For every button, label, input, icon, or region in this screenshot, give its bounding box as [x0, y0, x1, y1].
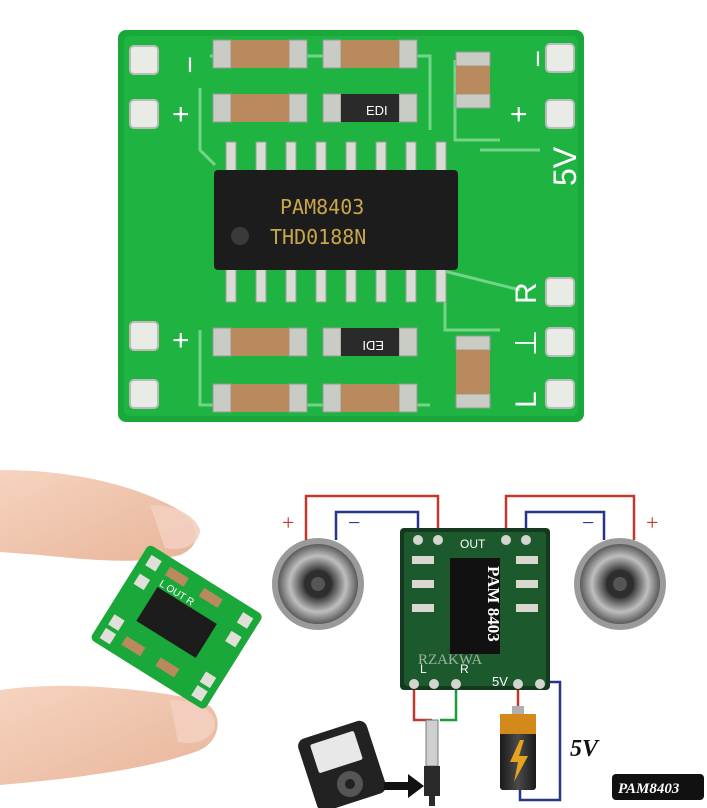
hand-board: L OUT R — [91, 545, 262, 709]
label-ground: ⊥ — [510, 330, 543, 356]
minus-right-speaker: − — [582, 510, 594, 535]
smd-capacitors — [212, 39, 491, 413]
diagram-chip-label: PAM 8403 — [484, 566, 503, 642]
minus-left-speaker: − — [348, 510, 360, 535]
chip-line1: PAM8403 — [280, 195, 364, 219]
left-pads — [129, 45, 159, 409]
supply-voltage-label: 5V — [570, 736, 600, 762]
left-speaker — [272, 538, 364, 630]
audio-jack — [424, 719, 440, 806]
plus-right-speaker: + — [646, 510, 658, 535]
label-r: R — [510, 282, 543, 304]
diagram-board: OUT PAM 8403 L R 5V RZAKWA — [400, 528, 550, 690]
diagram-5v-label: 5V — [492, 674, 508, 689]
battery — [500, 706, 536, 790]
chip-line2: THD0188N — [270, 225, 366, 249]
wiring-diagram: + − + − OUT PAM 8403 L R 5V R — [272, 494, 704, 808]
label-l: L — [510, 391, 543, 408]
plus-left-bottom: + — [172, 324, 190, 357]
plus-left-top: + — [172, 98, 190, 131]
brand-badge-text: PAM8403 — [618, 781, 680, 797]
chip-pins — [225, 141, 447, 303]
diagram-l-label: L — [420, 662, 427, 676]
resistor-marking-top: EDI — [366, 103, 388, 118]
media-player — [298, 720, 386, 808]
lout-label: L OUT R — [61, 113, 99, 245]
diagram-out-label: OUT — [460, 537, 486, 551]
label-5v: 5V — [547, 146, 583, 186]
diagram-r-label: R — [460, 662, 469, 676]
watermark: RZAKWA — [418, 652, 482, 668]
resistor-marking-bottom: EDI — [362, 338, 384, 353]
arrow-icon — [384, 774, 424, 798]
right-pads — [545, 43, 575, 409]
minus-right: − — [521, 50, 554, 68]
plus-right: + — [510, 98, 528, 131]
right-speaker — [574, 538, 666, 630]
hand-photo: L OUT R — [0, 470, 262, 785]
brand-badge: PAM8403 — [612, 774, 704, 800]
pam8403-chip: PAM8403 THD0188N — [214, 170, 458, 270]
top-pcb-board: EDI EDI PAM8403 THD0188N L OUT R + + + −… — [61, 30, 584, 422]
minus-left: − — [173, 56, 206, 74]
plus-left-speaker: + — [282, 510, 294, 535]
